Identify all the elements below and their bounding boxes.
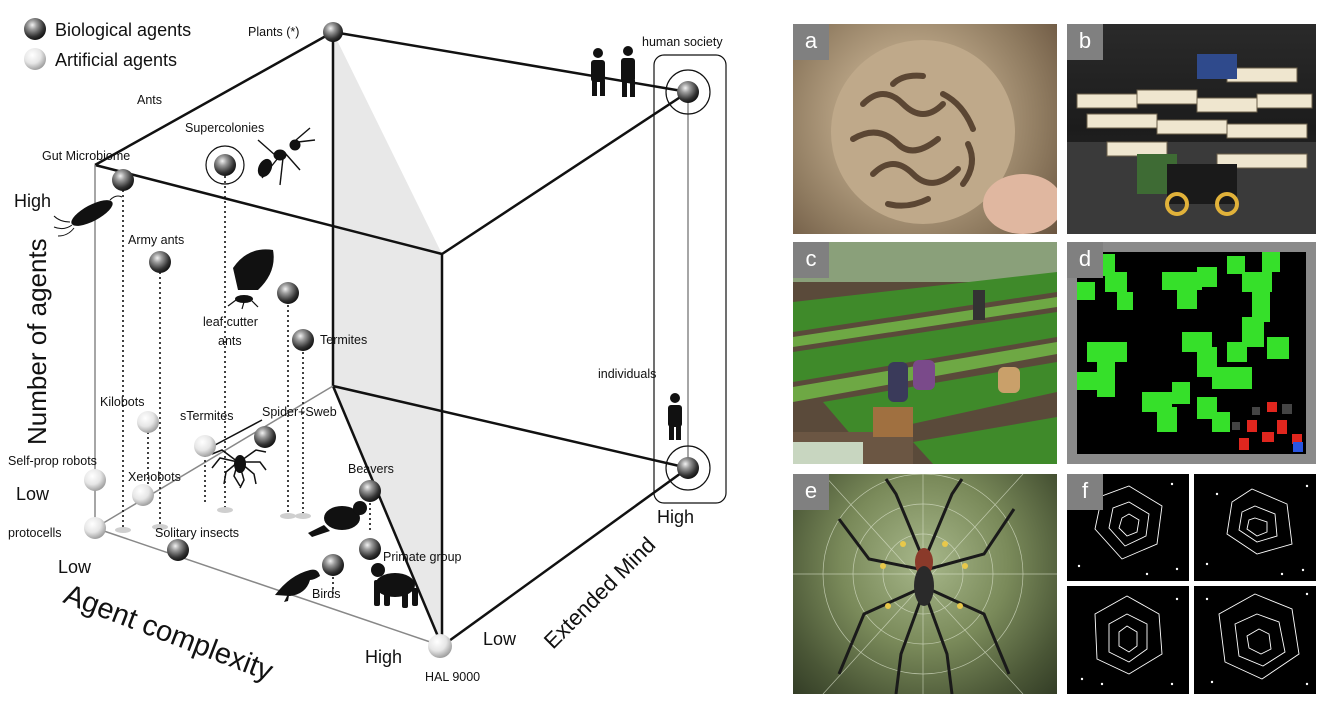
leaf-cutter-ant-icon <box>228 249 274 309</box>
agent-complexity-axis-label: Agent complexity <box>59 579 277 688</box>
panel-e-spider-photo: e <box>793 474 1057 694</box>
plants-sphere <box>323 22 343 42</box>
termites-sphere <box>292 329 314 351</box>
farm-scene <box>793 242 1057 464</box>
legend-artificial-label: Artificial agents <box>55 50 177 70</box>
ants-label: Ants <box>137 93 162 107</box>
plants-label: Plants (*) <box>248 25 299 39</box>
panel-e-label: e <box>793 474 829 510</box>
panel-a-termite-mound: a <box>793 24 1057 234</box>
birds-label: Birds <box>312 587 340 601</box>
xenobots-sphere <box>132 484 154 506</box>
panel-c-farm-field: c <box>793 242 1057 464</box>
army-ants-label: Army ants <box>128 233 184 247</box>
army-ants-sphere <box>149 251 171 273</box>
self-prop-robots-label: Self-prop robots <box>8 454 97 468</box>
legend-artificial-sphere <box>24 48 46 70</box>
human-icon <box>668 393 682 440</box>
gut-microbiome-sphere <box>112 169 134 191</box>
leaf-cutter-label-line-2: ants <box>218 334 242 348</box>
termites-label: Termites <box>320 333 367 347</box>
protocells-sphere <box>84 517 106 539</box>
panel-b-robot-builder: b <box>1067 24 1316 234</box>
protocells-label: protocells <box>8 526 62 540</box>
microbe-icon <box>54 195 122 236</box>
supercolonies-label: Supercolonies <box>185 121 264 135</box>
society-individuals-frame <box>654 55 726 503</box>
solitary-insects-sphere <box>167 539 189 561</box>
extended-low-label: Low <box>483 629 517 649</box>
gut-microbiome-label: Gut Microbiome <box>42 149 130 163</box>
hal-9000-label: HAL 9000 <box>425 670 480 684</box>
mound-texture <box>793 24 1057 234</box>
solitary-insects-label: Solitary insects <box>155 526 239 540</box>
birds-sphere <box>322 554 344 576</box>
panel-f-label: f <box>1067 474 1103 510</box>
panel-b-label: b <box>1067 24 1103 60</box>
simulation-grid <box>1067 242 1316 464</box>
leaf-cutter-sphere <box>277 282 299 304</box>
web-simulation-grid <box>1067 474 1316 694</box>
agency-cube-diagram: Biological agents Artificial agents Plan… <box>0 0 760 705</box>
number-low-label: Low <box>16 484 50 504</box>
number-high-label: High <box>14 191 51 211</box>
legend-biological-label: Biological agents <box>55 20 191 40</box>
panel-c-label: c <box>793 242 829 278</box>
primate-group-label: Primate group <box>383 550 462 564</box>
panel-d-label: d <box>1067 242 1103 278</box>
individuals-sphere <box>677 457 699 479</box>
self-prop-robots-sphere <box>84 469 106 491</box>
extended-high-label: High <box>657 507 694 527</box>
spider-photo <box>793 474 1057 694</box>
leaf-cutter-label-line-1: leaf cutter <box>203 315 258 329</box>
panel-d-cellular-simulation: d <box>1067 242 1316 464</box>
beavers-sphere <box>359 480 381 502</box>
two-humans-icon <box>591 46 635 97</box>
xenobots-label: Xenobots <box>128 470 181 484</box>
primate-group-sphere <box>359 538 381 560</box>
stermites-label: sTermites <box>180 409 233 423</box>
hal-9000-sphere <box>428 634 452 658</box>
human-society-label: human society <box>642 35 723 49</box>
supercolonies-sphere <box>214 154 236 176</box>
robot-scene <box>1067 24 1316 234</box>
stermites-sphere <box>194 435 216 457</box>
number-of-agents-axis-label: Number of agents <box>22 238 52 445</box>
kilobots-sphere <box>137 411 159 433</box>
panel-a-label: a <box>793 24 829 60</box>
panel-f-web-simulations: f <box>1067 474 1316 694</box>
extended-mind-axis-label: Extended Mind <box>539 532 660 653</box>
human-society-sphere <box>677 81 699 103</box>
complexity-low-label: Low <box>58 557 92 577</box>
individuals-label: individuals <box>598 367 656 381</box>
beavers-label: Beavers <box>348 462 394 476</box>
spider-web-label: Spider+Sweb <box>262 405 337 419</box>
legend-biological-sphere <box>24 18 46 40</box>
ant-icon <box>256 128 315 185</box>
spider-web-sphere <box>254 426 276 448</box>
kilobots-label: Kilobots <box>100 395 144 409</box>
beaver-icon <box>308 501 367 537</box>
complexity-high-label: High <box>365 647 402 667</box>
